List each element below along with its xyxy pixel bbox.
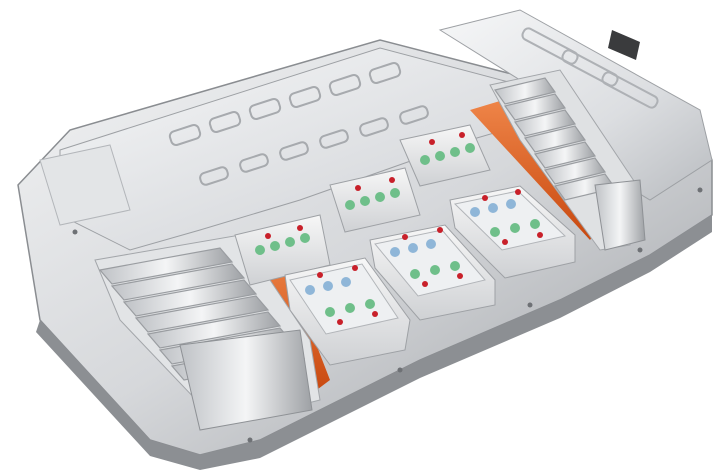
module xyxy=(449,185,576,279)
module xyxy=(284,257,411,366)
module xyxy=(234,214,331,286)
module xyxy=(329,167,421,233)
left-cell-stack xyxy=(94,234,321,431)
module xyxy=(369,224,496,321)
cell-module-grid xyxy=(234,124,576,366)
right-cell-stack xyxy=(489,69,646,251)
module xyxy=(399,124,491,187)
rim-bolts xyxy=(72,187,703,443)
battery-lid xyxy=(39,47,592,251)
